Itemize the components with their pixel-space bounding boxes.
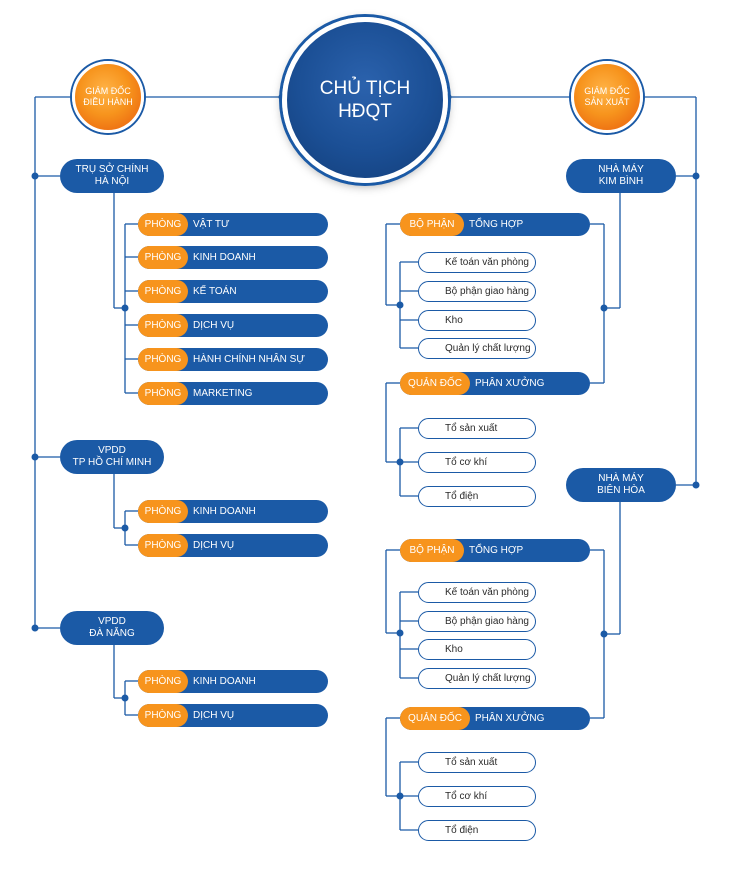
factory-bien-hoa-title: NHÀ MÁY xyxy=(598,473,644,484)
dept-prefix: PHÒNG xyxy=(138,314,188,337)
dept-ke-toan: PHÒNG KẾ TOÁN xyxy=(138,280,328,303)
unit-ke-toan-van-phong: Kế toán văn phòng xyxy=(418,252,536,273)
unit-quan-ly-chat-luong: Quản lý chất lượng xyxy=(418,338,536,359)
hq-title: TRỤ SỞ CHÍNH xyxy=(75,164,149,175)
dept-name: MARKETING xyxy=(193,388,253,399)
danang-dept-kinh-doanh: PHÒNG KINH DOANH xyxy=(138,670,328,693)
dept-name: KẾ TOÁN xyxy=(193,286,237,297)
danang-title: VPDD xyxy=(98,616,126,627)
ceo-subtitle: ĐIỀU HÀNH xyxy=(83,97,133,107)
unit-label: Tổ cơ khí xyxy=(445,457,488,468)
hcm-dept-dich-vu: PHÒNG DỊCH VỤ xyxy=(138,534,328,557)
unit-kho: Kho xyxy=(418,310,536,331)
kimbinh-workshop-division: QUẢN ĐỐC PHÂN XƯỞNG xyxy=(400,372,590,395)
dept-prefix: PHÒNG xyxy=(138,246,188,269)
ceo-title: GIÁM ĐỐC xyxy=(85,86,131,96)
dept-prefix: PHÒNG xyxy=(138,213,188,236)
unit-label: Tổ sản xuất xyxy=(445,423,498,434)
dept-name: DỊCH VỤ xyxy=(193,710,235,721)
hcm-subtitle: TP HỒ CHÍ MINH xyxy=(72,457,152,468)
unit-label: Quản lý chất lượng xyxy=(445,673,531,684)
unit-label: Bộ phận giao hàng xyxy=(445,286,529,297)
dept-marketing: PHÒNG MARKETING xyxy=(138,382,328,405)
dept-name: KINH DOANH xyxy=(193,252,256,263)
dept-prefix: PHÒNG xyxy=(138,280,188,303)
division-prefix: QUẢN ĐỐC xyxy=(400,372,470,395)
factory-kim-binh-subtitle: KIM BÌNH xyxy=(598,176,644,187)
unit-ke-toan-van-phong: Kế toán văn phòng xyxy=(418,582,536,603)
unit-label: Tổ cơ khí xyxy=(445,791,488,802)
dept-name: KINH DOANH xyxy=(193,676,256,687)
unit-label: Kế toán văn phòng xyxy=(445,587,529,598)
hcm-dept-kinh-doanh: PHÒNG KINH DOANH xyxy=(138,500,328,523)
unit-label: Tổ điện xyxy=(445,825,479,836)
chairman-title: CHỦ TỊCH xyxy=(319,78,411,99)
unit-to-co-khi: Tổ cơ khí xyxy=(418,786,536,807)
chairman-node: CHỦ TỊCH HĐQT xyxy=(282,17,448,183)
division-prefix: BỘ PHẬN xyxy=(400,539,464,562)
dept-name: DỊCH VỤ xyxy=(193,320,235,331)
unit-label: Tổ điện xyxy=(445,491,479,502)
division-name: TỔNG HỢP xyxy=(469,545,524,556)
danang-subtitle: ĐÀ NẴNG xyxy=(89,628,135,639)
dept-prefix: PHÒNG xyxy=(138,704,188,727)
division-name: TỔNG HỢP xyxy=(469,219,524,230)
dept-prefix: PHÒNG xyxy=(138,500,188,523)
division-prefix: QUẢN ĐỐC xyxy=(400,707,470,730)
dept-prefix: PHÒNG xyxy=(138,670,188,693)
production-director-subtitle: SẢN XUẤT xyxy=(584,97,630,107)
unit-to-san-xuat: Tổ sản xuất xyxy=(418,752,536,773)
unit-to-san-xuat: Tổ sản xuất xyxy=(418,418,536,439)
division-name: PHÂN XƯỞNG xyxy=(475,713,545,724)
unit-label: Tổ sản xuất xyxy=(445,757,498,768)
dept-prefix: PHÒNG xyxy=(138,534,188,557)
factory-bien-hoa-subtitle: BIÊN HÒA xyxy=(597,485,645,496)
dept-name: HÀNH CHÍNH NHÂN SỰ xyxy=(193,354,305,365)
hcm-branch: VPDD TP HỒ CHÍ MINH xyxy=(60,440,164,474)
dept-name: VẬT TƯ xyxy=(193,219,230,230)
bienhoa-workshop-division: QUẢN ĐỐC PHÂN XƯỞNG xyxy=(400,707,590,730)
unit-to-co-khi: Tổ cơ khí xyxy=(418,452,536,473)
danang-dept-dich-vu: PHÒNG DỊCH VỤ xyxy=(138,704,328,727)
hcm-title: VPDD xyxy=(98,445,126,456)
factory-kim-binh: NHÀ MÁY KIM BÌNH xyxy=(566,159,676,193)
dept-kinh-doanh: PHÒNG KINH DOANH xyxy=(138,246,328,269)
ceo-node: GIÁM ĐỐC ĐIỀU HÀNH xyxy=(72,61,144,133)
unit-bo-phan-giao-hang: Bộ phận giao hàng xyxy=(418,611,536,632)
division-name: PHÂN XƯỞNG xyxy=(475,378,545,389)
danang-branch: VPDD ĐÀ NẴNG xyxy=(60,611,164,645)
dept-hanh-chinh-nhan-su: PHÒNG HÀNH CHÍNH NHÂN SỰ xyxy=(138,348,328,371)
dept-name: DỊCH VỤ xyxy=(193,540,235,551)
unit-kho: Kho xyxy=(418,639,536,660)
kimbinh-general-division: BỘ PHẬN TỔNG HỢP xyxy=(400,213,590,236)
bienhoa-general-division: BỘ PHẬN TỔNG HỢP xyxy=(400,539,590,562)
unit-to-dien: Tổ điện xyxy=(418,820,536,841)
factory-kim-binh-title: NHÀ MÁY xyxy=(598,164,644,175)
chairman-subtitle: HĐQT xyxy=(338,101,392,122)
unit-to-dien: Tổ điện xyxy=(418,486,536,507)
unit-quan-ly-chat-luong: Quản lý chất lượng xyxy=(418,668,536,689)
hq-subtitle: HÀ NỘI xyxy=(94,176,130,187)
dept-prefix: PHÒNG xyxy=(138,382,188,405)
dept-name: KINH DOANH xyxy=(193,506,256,517)
division-prefix: BỘ PHẬN xyxy=(400,213,464,236)
dept-dich-vu: PHÒNG DỊCH VỤ xyxy=(138,314,328,337)
unit-label: Kế toán văn phòng xyxy=(445,257,529,268)
unit-label: Quản lý chất lượng xyxy=(445,343,531,354)
hq-branch: TRỤ SỞ CHÍNH HÀ NỘI xyxy=(60,159,164,193)
production-director-title: GIÁM ĐỐC xyxy=(584,86,630,96)
unit-label: Bộ phận giao hàng xyxy=(445,616,529,627)
dept-prefix: PHÒNG xyxy=(138,348,188,371)
dept-vat-tu: PHÒNG VẬT TƯ xyxy=(138,213,328,236)
production-director-node: GIÁM ĐỐC SẢN XUẤT xyxy=(571,61,643,133)
unit-label: Kho xyxy=(445,315,463,326)
factory-bien-hoa: NHÀ MÁY BIÊN HÒA xyxy=(566,468,676,502)
unit-bo-phan-giao-hang: Bộ phận giao hàng xyxy=(418,281,536,302)
unit-label: Kho xyxy=(445,644,463,655)
